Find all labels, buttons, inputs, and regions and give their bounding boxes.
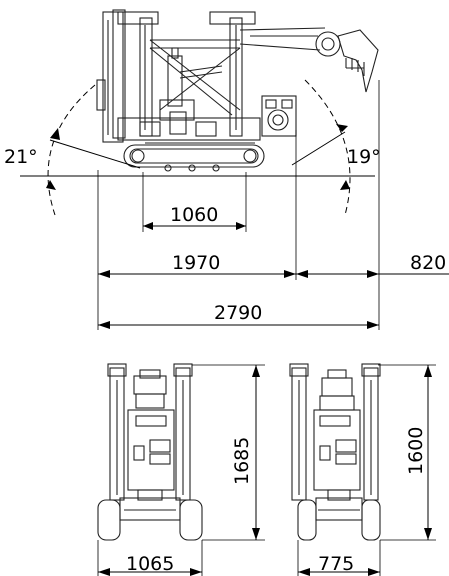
front-height-label: 1685 <box>231 437 253 485</box>
angle-right-label: 19° <box>347 146 381 168</box>
rear-width-label: 775 <box>318 553 354 575</box>
front-dimension-lines <box>97 364 265 576</box>
track-width-label: 1060 <box>170 204 218 226</box>
boom-extension-label: 820 <box>410 252 446 274</box>
body-length-label: 1970 <box>172 252 220 274</box>
side-view-machine <box>96 9 379 172</box>
total-length-label: 2790 <box>214 302 262 324</box>
front-view-machine <box>97 363 203 541</box>
rear-view-machine <box>289 363 381 541</box>
rear-height-label: 1600 <box>405 427 427 475</box>
angle-arcs <box>20 79 375 216</box>
side-dimension-lines <box>97 80 449 330</box>
angle-left-label: 21° <box>4 146 38 168</box>
rear-dimension-lines <box>297 364 436 576</box>
front-width-label: 1065 <box>126 553 174 575</box>
